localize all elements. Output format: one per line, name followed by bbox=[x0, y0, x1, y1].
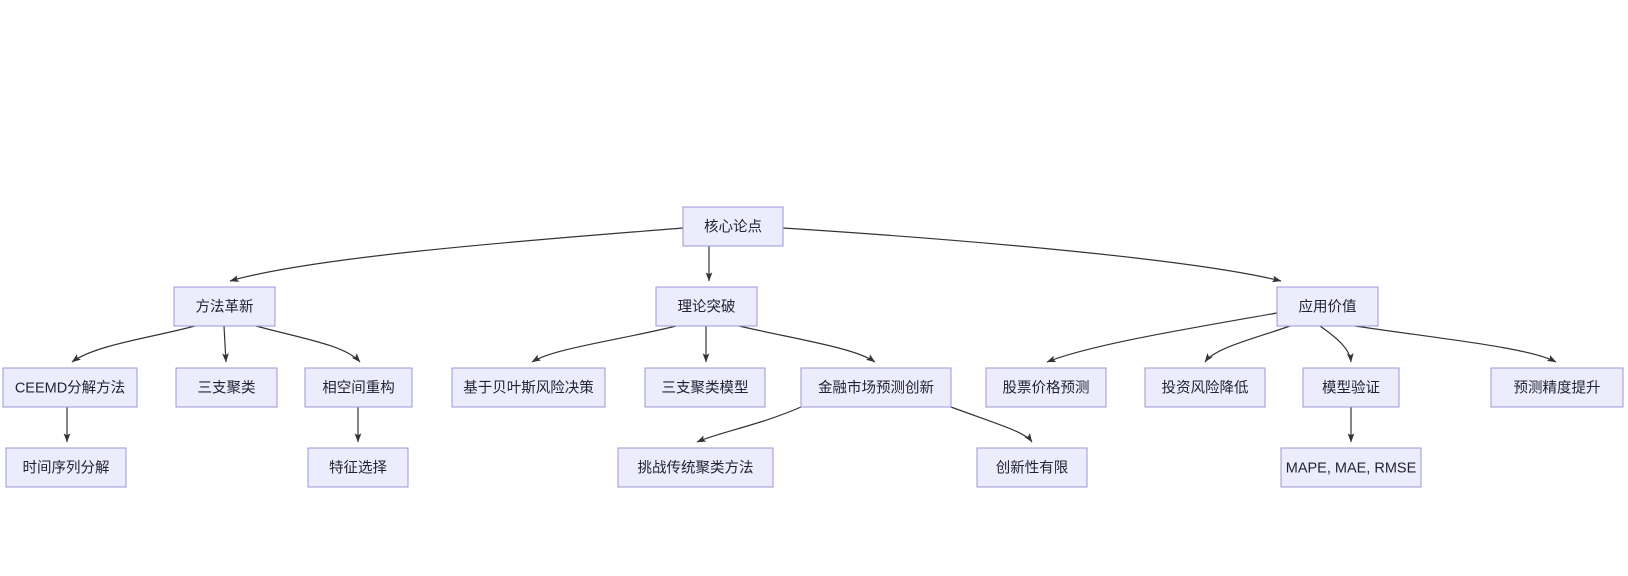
node-box-accuracy[interactable] bbox=[1490, 367, 1624, 408]
node-label-verify: 模型验证 bbox=[1322, 379, 1380, 396]
edge-method-to-phase bbox=[255, 325, 361, 363]
node-box-finance[interactable] bbox=[800, 367, 952, 408]
node-label-method: 方法革新 bbox=[196, 298, 254, 315]
edge-root-to-method bbox=[229, 227, 684, 282]
node-box-three[interactable] bbox=[175, 367, 278, 408]
node-challenge[interactable]: 挑战传统聚类方法 bbox=[617, 447, 774, 488]
node-tsdecomp[interactable]: 时间序列分解 bbox=[5, 447, 127, 488]
node-method[interactable]: 方法革新 bbox=[173, 286, 276, 327]
node-stock[interactable]: 股票价格预测 bbox=[985, 367, 1107, 408]
node-box-value[interactable] bbox=[1276, 286, 1379, 327]
node-box-stock[interactable] bbox=[985, 367, 1107, 408]
node-box-method[interactable] bbox=[173, 286, 276, 327]
node-finance[interactable]: 金融市场预测创新 bbox=[800, 367, 952, 408]
node-box-root[interactable] bbox=[682, 206, 784, 247]
node-box-limited[interactable] bbox=[976, 447, 1088, 488]
node-label-root: 核心论点 bbox=[704, 218, 762, 235]
node-box-ceemd[interactable] bbox=[2, 367, 138, 408]
node-label-ceemd: CEEMD分解方法 bbox=[15, 379, 125, 396]
node-label-theory: 理论突破 bbox=[678, 298, 736, 315]
edge-finance-to-challenge bbox=[696, 406, 802, 443]
node-box-risk[interactable] bbox=[1144, 367, 1266, 408]
edge-value-to-accuracy bbox=[1354, 325, 1557, 363]
node-box-metrics[interactable] bbox=[1280, 447, 1422, 488]
node-label-risk: 投资风险降低 bbox=[1162, 379, 1249, 396]
node-three[interactable]: 三支聚类 bbox=[175, 367, 278, 408]
node-box-verify[interactable] bbox=[1302, 367, 1400, 408]
node-label-value: 应用价值 bbox=[1299, 297, 1357, 315]
node-metrics[interactable]: MAPE, MAE, RMSE bbox=[1280, 447, 1422, 488]
node-bayes[interactable]: 基于贝叶斯风险决策 bbox=[451, 367, 606, 408]
node-label-bayes: 基于贝叶斯风险决策 bbox=[463, 379, 594, 396]
node-box-feature[interactable] bbox=[307, 447, 409, 488]
node-threemod[interactable]: 三支聚类模型 bbox=[644, 367, 766, 408]
edge-finance-to-limited bbox=[950, 406, 1033, 443]
node-label-feature: 特征选择 bbox=[329, 459, 387, 476]
node-theory[interactable]: 理论突破 bbox=[655, 286, 758, 327]
edge-theory-to-finance bbox=[738, 325, 876, 363]
node-label-threemod: 三支聚类模型 bbox=[662, 379, 749, 396]
node-verify[interactable]: 模型验证 bbox=[1302, 367, 1400, 408]
node-ceemd[interactable]: CEEMD分解方法 bbox=[2, 367, 138, 408]
node-label-challenge: 挑战传统聚类方法 bbox=[638, 459, 754, 476]
edges-layer bbox=[63, 227, 1557, 443]
edge-method-to-ceemd bbox=[71, 325, 196, 363]
node-feature[interactable]: 特征选择 bbox=[307, 447, 409, 488]
node-label-finance: 金融市场预测创新 bbox=[818, 379, 934, 396]
node-risk[interactable]: 投资风险降低 bbox=[1144, 367, 1266, 408]
edge-value-to-stock bbox=[1046, 312, 1278, 363]
node-box-challenge[interactable] bbox=[617, 447, 774, 488]
node-label-three: 三支聚类 bbox=[198, 379, 256, 396]
node-label-metrics: MAPE, MAE, RMSE bbox=[1286, 460, 1417, 476]
edge-value-to-verify bbox=[1319, 325, 1354, 363]
node-label-accuracy: 预测精度提升 bbox=[1514, 379, 1601, 396]
node-value[interactable]: 应用价值 bbox=[1276, 286, 1379, 327]
node-limited[interactable]: 创新性有限 bbox=[976, 447, 1088, 488]
node-root[interactable]: 核心论点 bbox=[682, 206, 784, 247]
node-label-tsdecomp: 时间序列分解 bbox=[23, 459, 110, 476]
edge-value-to-risk bbox=[1204, 325, 1291, 363]
node-accuracy[interactable]: 预测精度提升 bbox=[1490, 367, 1624, 408]
node-box-tsdecomp[interactable] bbox=[5, 447, 127, 488]
node-label-limited: 创新性有限 bbox=[996, 459, 1069, 476]
node-box-phase[interactable] bbox=[304, 367, 413, 408]
node-box-threemod[interactable] bbox=[644, 367, 766, 408]
node-box-theory[interactable] bbox=[655, 286, 758, 327]
node-label-stock: 股票价格预测 bbox=[1003, 379, 1090, 396]
node-label-phase: 相空间重构 bbox=[322, 379, 395, 396]
edge-method-to-three bbox=[222, 325, 229, 363]
node-box-bayes[interactable] bbox=[451, 367, 606, 408]
edge-root-to-value bbox=[782, 227, 1282, 283]
node-phase[interactable]: 相空间重构 bbox=[304, 367, 413, 408]
edge-theory-to-bayes bbox=[531, 325, 677, 363]
